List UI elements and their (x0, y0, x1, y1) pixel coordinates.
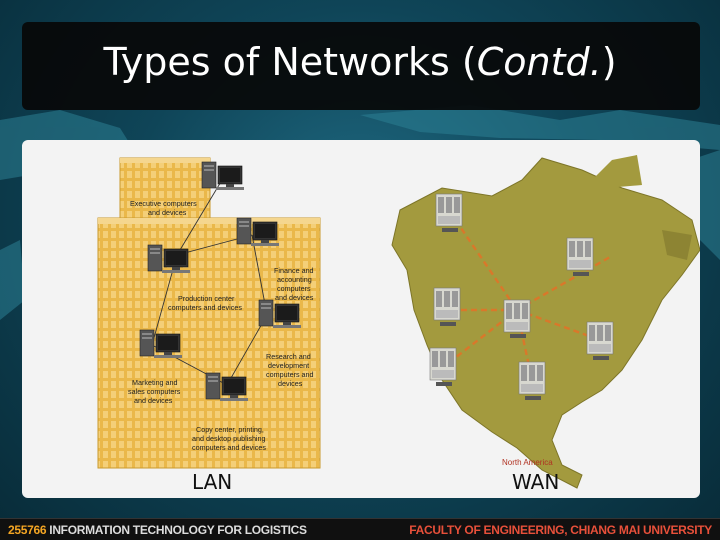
label-research-3: computers and (266, 370, 314, 379)
label-production-2: computers and devices (168, 303, 242, 312)
wan-caption: WAN (512, 470, 560, 494)
label-marketing-1: Marketing and (132, 378, 178, 387)
label-copy-1: Copy center, printing, (196, 425, 264, 434)
label-finance-2: accounting (277, 275, 312, 284)
slide-title: Types of Networks (Contd.) (0, 40, 720, 84)
title-italic: Contd. (476, 40, 602, 84)
label-production-1: Production center (178, 294, 235, 303)
footer-course: 255766 INFORMATION TECHNOLOGY FOR LOGIST… (8, 523, 307, 537)
lan-building (97, 157, 321, 469)
footer-faculty: FACULTY OF ENGINEERING, CHIANG MAI UNIVE… (409, 523, 712, 537)
label-marketing-2: sales computers (128, 387, 181, 396)
lan-labels: Executive computers and devices Finance … (128, 199, 314, 452)
region-label: North America (502, 458, 553, 467)
wan-server-central (503, 299, 531, 339)
course-number: 255766 (8, 523, 47, 537)
lan-caption: LAN (192, 470, 233, 494)
label-research-1: Research and (266, 352, 311, 361)
footer-bar: 255766 INFORMATION TECHNOLOGY FOR LOGIST… (0, 518, 720, 540)
label-finance-1: Finance and (274, 266, 314, 275)
label-finance-4: and devices (275, 293, 314, 302)
label-executive-2: and devices (148, 208, 187, 217)
title-bar (22, 22, 700, 110)
label-finance-3: computers (277, 284, 311, 293)
label-copy-2: and desktop publishing (192, 434, 266, 443)
network-illustration: Executive computers and devices Finance … (97, 155, 700, 489)
title-text: Types of Networks ( (103, 40, 477, 84)
wan-server-east (586, 321, 614, 361)
executive-computer (201, 161, 245, 191)
title-close: ) (601, 40, 617, 84)
label-marketing-3: and devices (134, 396, 173, 405)
wan-server-west (433, 287, 461, 327)
wan-server-southwest (429, 347, 457, 387)
label-executive-1: Executive computers (130, 199, 197, 208)
wan-server-northeast (566, 237, 594, 277)
wan-server-south (518, 361, 546, 401)
label-research-4: devices (278, 379, 303, 388)
label-research-2: development (268, 361, 309, 370)
label-copy-3: computers and devices (192, 443, 266, 452)
course-name: INFORMATION TECHNOLOGY FOR LOGISTICS (46, 523, 307, 537)
content-panel: Executive computers and devices Finance … (22, 140, 700, 498)
